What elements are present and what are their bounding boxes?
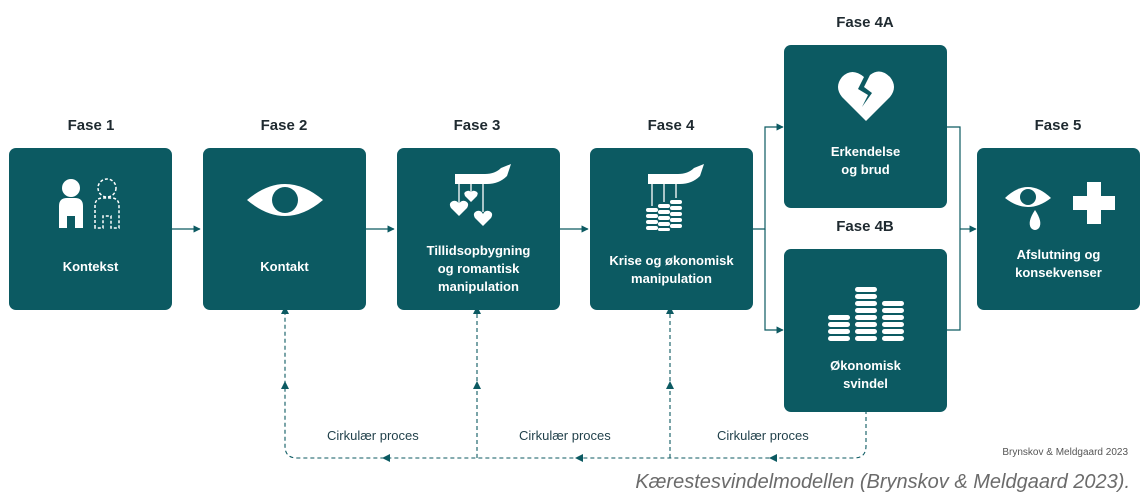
phase-4-label: Krise og økonomisk manipulation bbox=[609, 253, 734, 286]
crying-eye-icon bbox=[1005, 187, 1051, 230]
phase-3-title: Fase 3 bbox=[453, 117, 501, 134]
phase-3-label: Tillidsopbygning og romantisk manipulati… bbox=[426, 243, 531, 294]
phase-1-box: Kontekst bbox=[9, 148, 172, 310]
persons-icon bbox=[59, 178, 120, 229]
coin-stacks-icon bbox=[828, 287, 904, 341]
loop-arrow-up-f2-mid bbox=[281, 381, 289, 389]
phase-4b-title: Fase 4B bbox=[836, 218, 894, 235]
phase-4b-box: Økonomisk svindel bbox=[784, 249, 947, 412]
phase-2-box: Kontakt bbox=[203, 148, 366, 310]
phase-4-box: Krise og økonomisk manipulation bbox=[590, 148, 753, 310]
loop-arrow-up-f2-top bbox=[281, 306, 289, 314]
broken-heart-icon bbox=[838, 71, 894, 121]
eye-icon bbox=[247, 184, 323, 216]
phase-4a-box: Erkendelse og brud bbox=[784, 45, 947, 208]
phase-3-box: Tillidsopbygning og romantisk manipulati… bbox=[397, 148, 560, 310]
circular-process-label-3: Cirkulær proces bbox=[717, 428, 809, 443]
arrow-f4a-merge bbox=[947, 126, 961, 229]
hand-hearts-icon bbox=[449, 164, 511, 226]
arrow-f4-split bbox=[753, 123, 784, 230]
loop-arrow-up-f3-mid bbox=[473, 381, 481, 389]
phase-1-label: Kontekst bbox=[62, 259, 119, 274]
loop-arrow-up-f4-mid bbox=[666, 381, 674, 389]
circular-process-label-1: Cirkulær proces bbox=[327, 428, 419, 443]
phase-4-title: Fase 4 bbox=[647, 117, 695, 134]
phase-1-title: Fase 1 bbox=[67, 117, 115, 134]
phase-4b-label: Økonomisk svindel bbox=[830, 358, 901, 391]
phase-2-label: Kontakt bbox=[260, 259, 309, 274]
plus-icon bbox=[1073, 182, 1115, 224]
arrow-f4b-merge bbox=[947, 229, 961, 331]
phase-4a-label: Erkendelse og brud bbox=[830, 144, 901, 177]
loop-arrow-up-f4-top bbox=[666, 306, 674, 314]
arrow-f4-f4b bbox=[764, 229, 784, 334]
phase-2-title: Fase 2 bbox=[260, 117, 308, 134]
loop-return-line bbox=[284, 310, 867, 459]
loop-arrow-left-1 bbox=[382, 454, 390, 462]
loop-arrow-left-2 bbox=[575, 454, 583, 462]
loop-arrow-left-3 bbox=[769, 454, 777, 462]
phase-5-box: Afslutning og konsekvenser bbox=[977, 148, 1140, 310]
figure-caption: Kærestesvindelmodellen (Brynskov & Meldg… bbox=[635, 471, 1130, 493]
phase-5-label: Afslutning og konsekvenser bbox=[1015, 247, 1102, 280]
phase-5-title: Fase 5 bbox=[1034, 117, 1082, 134]
loop-arrow-up-f3-top bbox=[473, 306, 481, 314]
phase-4a-title: Fase 4A bbox=[836, 14, 894, 31]
circular-process-label-2: Cirkulær proces bbox=[519, 428, 611, 443]
credit-text: Brynskov & Meldgaard 2023 bbox=[1002, 447, 1128, 458]
hand-coins-icon bbox=[646, 164, 704, 231]
